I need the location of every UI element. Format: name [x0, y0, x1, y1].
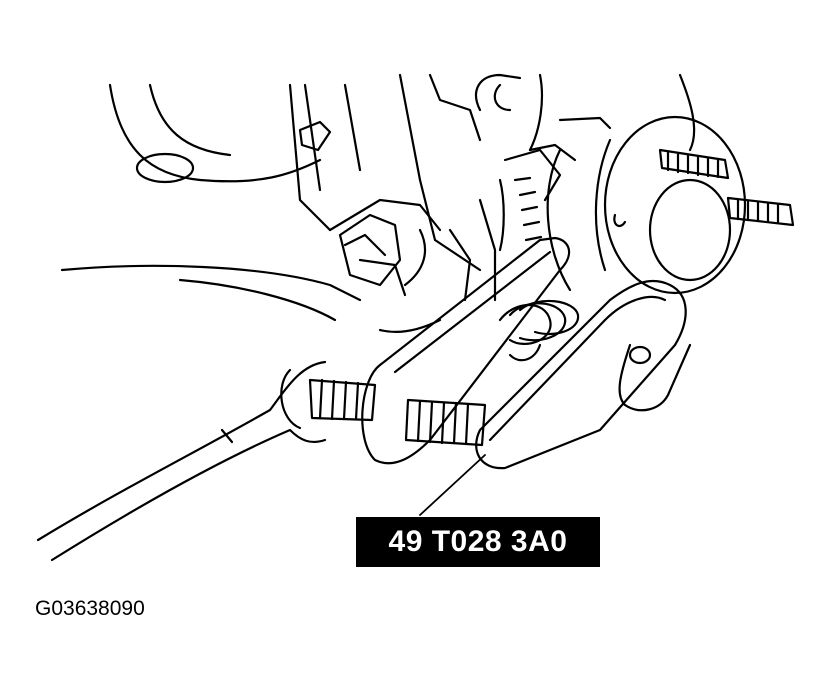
wrench: [36, 360, 327, 562]
control-arm-outline: [60, 264, 442, 334]
vehicle-body-outline: [108, 73, 696, 272]
figure-code: G03638090: [35, 597, 145, 620]
wheel-hub: [546, 115, 795, 295]
part-number-label: 49 T028 3A0: [356, 517, 600, 567]
puller-tool: [308, 236, 692, 516]
knuckle-outline: [338, 143, 577, 302]
